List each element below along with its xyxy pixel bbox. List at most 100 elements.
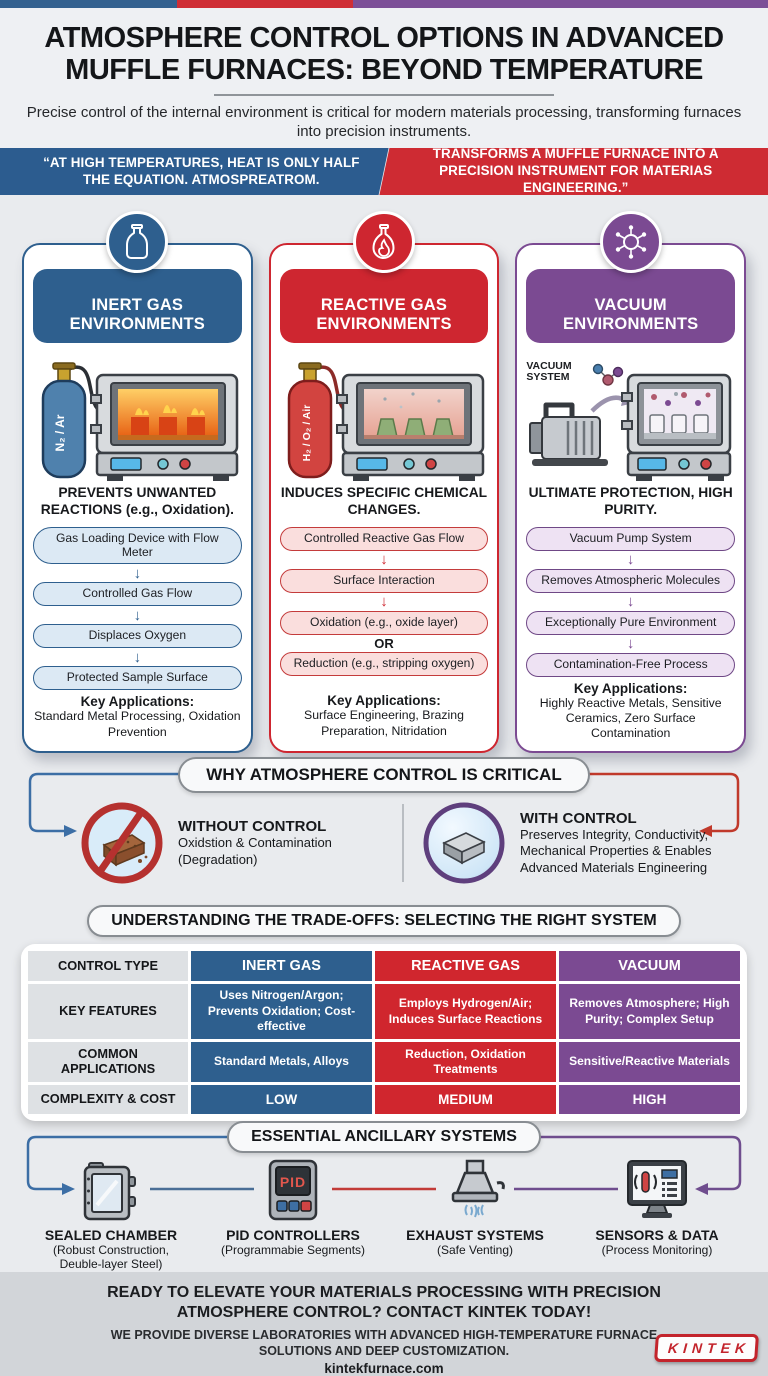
step-pill: Oxidation (e.g., oxide layer) bbox=[279, 610, 489, 635]
down-arrow-icon: ↓ bbox=[626, 551, 635, 569]
down-arrow-icon: ↓ bbox=[133, 606, 142, 624]
card-vacuum-title: VACUUM ENVIRONMENTS bbox=[526, 269, 735, 343]
why-content-row: WITHOUT CONTROL Oxidstion & Contaminatio… bbox=[0, 801, 768, 885]
top-color-strip bbox=[0, 0, 768, 8]
ancillary-desc: (Robust Construction, Deuble-layer Steel… bbox=[52, 1243, 170, 1272]
reactive-caption: INDUCES SPECIFIC CHEMICAL CHANGES. bbox=[280, 484, 488, 517]
table-cell: Reduction, Oxidation Treatments bbox=[375, 1042, 556, 1082]
sealed-chamber-icon bbox=[77, 1159, 145, 1221]
vacuum-system-label: VACUUM SYSTEM bbox=[526, 359, 572, 384]
inert-cylinder-label: N₂ / Ar bbox=[53, 414, 67, 451]
title-divider bbox=[214, 93, 554, 96]
key-applications-label: Key Applications: bbox=[327, 693, 441, 709]
pid-controller-icon: PID bbox=[262, 1159, 324, 1221]
with-control-block: WITH CONTROL Preserves Integrity, Conduc… bbox=[404, 801, 744, 885]
header: ATMOSPHERE CONTROL OPTIONS IN ADVANCED M… bbox=[0, 8, 768, 148]
key-applications-text: Surface Engineering, Brazing Preparation… bbox=[304, 708, 464, 738]
sensors-monitor-icon bbox=[620, 1159, 694, 1221]
down-arrow-icon: ↓ bbox=[380, 551, 388, 569]
tradeoffs-table: CONTROL TYPE INERT GAS REACTIVE GAS VACU… bbox=[21, 944, 747, 1121]
inert-furnace-art: N₂ / Ar bbox=[41, 362, 239, 481]
table-cell: Uses Nitrogen/Argon; Prevents Oxidation;… bbox=[191, 984, 372, 1039]
table-cell: HIGH bbox=[559, 1085, 740, 1114]
inert-steps: Gas Loading Device with Flow Meter ↓ Con… bbox=[33, 526, 242, 691]
with-control-metal-icon bbox=[423, 802, 505, 884]
key-applications-label: Key Applications: bbox=[80, 694, 195, 710]
why-section: WHY ATMOSPHERE CONTROL IS CRITICAL WITHO… bbox=[0, 753, 768, 903]
table-cell: MEDIUM bbox=[375, 1085, 556, 1114]
reactive-illustration: H₂ / O₂ / Air bbox=[280, 353, 489, 481]
step-pill: Exceptionally Pure Environment bbox=[526, 610, 735, 635]
ancillary-section: ESSENTIAL ANCILLARY SYSTEMS SEALED CHAMB… bbox=[0, 1115, 768, 1272]
ancillary-item-sealed-chamber: SEALED CHAMBER (Robust Construction, Deu… bbox=[20, 1159, 202, 1271]
why-connector-arrows bbox=[28, 772, 740, 837]
vacuum-furnace-art bbox=[529, 363, 732, 481]
col-header-reactive: REACTIVE GAS bbox=[375, 951, 556, 981]
inert-caption: PREVENTS UNWANTED REACTIONS (e.g., Oxida… bbox=[40, 484, 234, 517]
reactive-steps: Controlled Reactive Gas Flow ↓ Surface I… bbox=[279, 526, 489, 676]
reactive-key-applications: Key Applications: Surface Engineering, B… bbox=[280, 689, 489, 741]
ancillary-connector-arrows bbox=[26, 1135, 742, 1195]
key-applications-text: Highly Reactive Metals, Sensitive Cerami… bbox=[539, 695, 722, 741]
down-arrow-icon: ↓ bbox=[380, 593, 388, 611]
molecule-icon bbox=[599, 211, 662, 273]
why-divider bbox=[402, 804, 404, 882]
footer: READY TO ELEVATE YOUR MATERIALS PROCESSI… bbox=[0, 1272, 768, 1376]
card-vacuum: VACUUM ENVIRONMENTS VACUUM SYSTEM bbox=[515, 211, 746, 753]
table-cell: LOW bbox=[191, 1085, 372, 1114]
pid-display-text: PID bbox=[280, 1174, 306, 1190]
key-applications-text: Standard Metal Processing, Oxidation Pre… bbox=[34, 709, 241, 739]
page-title: ATMOSPHERE CONTROL OPTIONS IN ADVANCED M… bbox=[44, 22, 724, 87]
quote-left-text: “AT HIGH TEMPERATURES, HEAT IS ONLY HALF… bbox=[43, 154, 360, 187]
ancillary-heading: ESSENTIAL ANCILLARY SYSTEMS bbox=[227, 1121, 541, 1153]
row-label: CONTROL TYPE bbox=[28, 951, 188, 981]
vacuum-key-applications: Key Applications: Highly Reactive Metals… bbox=[526, 677, 735, 744]
quote-left-panel: “AT HIGH TEMPERATURES, HEAT IS ONLY HALF… bbox=[0, 148, 389, 195]
without-control-block: WITHOUT CONTROL Oxidstion & Contaminatio… bbox=[24, 801, 402, 885]
table-cell: Removes Atmosphere; High Purity; Complex… bbox=[559, 984, 740, 1039]
footer-url[interactable]: kintekfurnace.com bbox=[324, 1360, 444, 1376]
with-control-title: WITH CONTROL bbox=[520, 810, 637, 828]
down-arrow-icon: ↓ bbox=[626, 635, 635, 653]
strip-red-segment bbox=[176, 0, 354, 8]
inert-key-applications: Key Applications: Standard Metal Process… bbox=[33, 690, 242, 742]
step-pill: Protected Sample Surface bbox=[33, 666, 242, 691]
without-control-desc: Oxidstion & Contamination (Degradation) bbox=[178, 835, 332, 867]
bottle-icon bbox=[106, 211, 169, 273]
table-cell: Employs Hydrogen/Air; Induces Surface Re… bbox=[375, 984, 556, 1039]
ancillary-title: PID CONTROLLERS bbox=[226, 1227, 360, 1243]
ancillary-item-exhaust-systems: EXHAUST SYSTEMS (Safe Venting) bbox=[384, 1159, 566, 1271]
reactive-furnace-art: H₂ / O₂ / Air bbox=[288, 362, 485, 481]
ancillary-desc: (Programmabie Segments) bbox=[220, 1243, 366, 1257]
row-label: COMMON APPLICATIONS bbox=[28, 1042, 188, 1082]
ancillary-title: SENSORS & DATA bbox=[595, 1227, 719, 1243]
step-pill: Controlled Reactive Gas Flow bbox=[279, 526, 489, 551]
down-arrow-icon: ↓ bbox=[133, 564, 142, 582]
kintek-logo: KINTEK bbox=[653, 1334, 759, 1362]
col-header-inert: INERT GAS bbox=[191, 951, 372, 981]
table-cell: Standard Metals, Alloys bbox=[191, 1042, 372, 1082]
card-inert-gas: INERT GAS ENVIRONMENTS N₂ / Ar bbox=[22, 211, 253, 753]
ancillary-title: EXHAUST SYSTEMS bbox=[406, 1227, 544, 1243]
tradeoffs-section: UNDERSTANDING THE TRADE-OFFS: SELECTING … bbox=[0, 903, 768, 1121]
quote-banner: “AT HIGH TEMPERATURES, HEAT IS ONLY HALF… bbox=[0, 148, 768, 195]
strip-purple-segment bbox=[353, 0, 768, 8]
step-pill: Removes Atmospheric Molecules bbox=[526, 568, 735, 593]
without-control-text: WITHOUT CONTROL Oxidstion & Contaminatio… bbox=[178, 818, 393, 868]
exhaust-hood-icon bbox=[439, 1159, 511, 1221]
card-reactive-gas: REACTIVE GAS ENVIRONMENTS H₂ / O₂ / Air bbox=[268, 211, 500, 753]
step-pill: Vacuum Pump System bbox=[526, 526, 735, 551]
or-label: OR bbox=[374, 635, 394, 651]
down-arrow-icon: ↓ bbox=[133, 648, 142, 666]
with-control-desc: Preserves Integrity, Conductivity, Mecha… bbox=[520, 827, 712, 875]
row-label: COMPLEXITY & COST bbox=[28, 1085, 188, 1114]
step-pill: Displaces Oxygen bbox=[33, 624, 242, 649]
step-pill: Surface Interaction bbox=[279, 568, 489, 593]
step-pill: Reduction (e.g., stripping oxygen) bbox=[279, 651, 489, 676]
step-pill: Gas Loading Device with Flow Meter bbox=[33, 526, 242, 565]
reactive-cylinder-label: H₂ / O₂ / Air bbox=[301, 405, 313, 462]
ancillary-desc: (Process Monitoring) bbox=[601, 1243, 713, 1257]
without-control-title: WITHOUT CONTROL bbox=[178, 818, 327, 836]
step-pill: Contamination-Free Process bbox=[526, 652, 735, 677]
vacuum-illustration: VACUUM SYSTEM bbox=[526, 353, 735, 481]
